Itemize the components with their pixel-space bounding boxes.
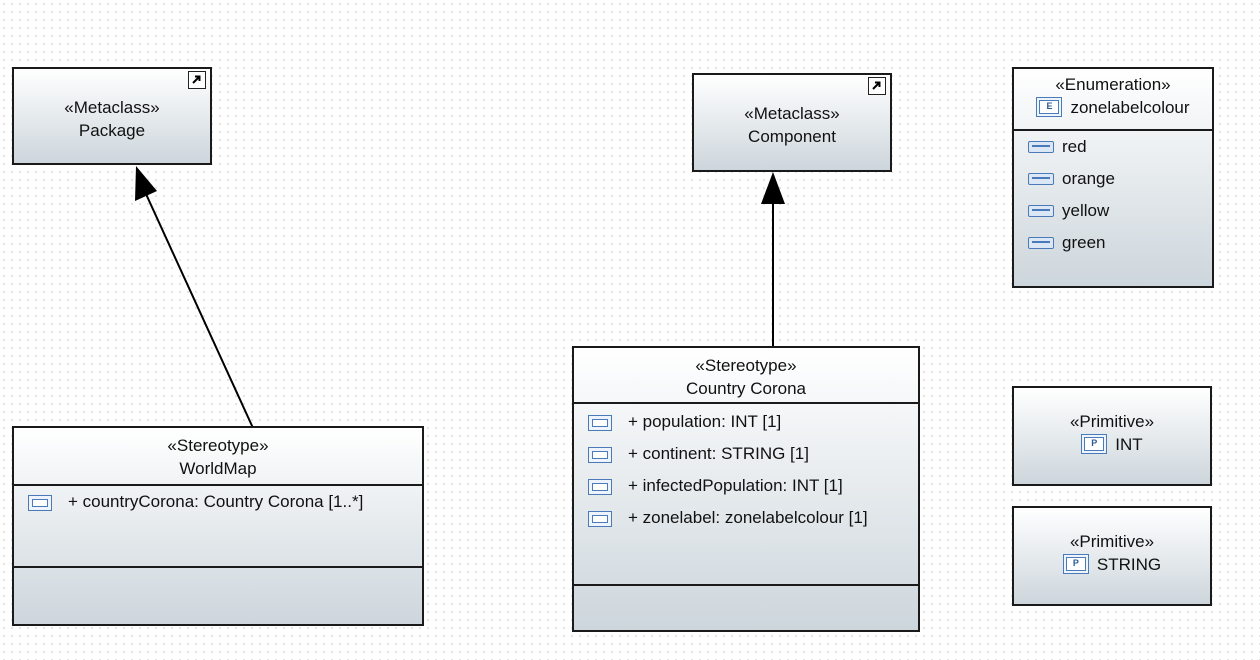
primitive-name: INT <box>1115 435 1143 454</box>
literals-compartment: red orange yellow green <box>1014 129 1212 286</box>
enum-literal[interactable]: yellow <box>1014 199 1212 223</box>
stereotype-worldmap-box[interactable]: «Stereotype» WorldMap + countryCorona: C… <box>12 426 424 626</box>
attribute-row[interactable]: + infectedPopulation: INT [1] <box>574 474 918 498</box>
stereotype-label: «Enumeration» <box>1055 75 1171 94</box>
property-icon <box>588 511 612 527</box>
primitive-icon <box>1081 433 1108 454</box>
class-name: Country Corona <box>685 379 806 398</box>
attribute-row[interactable]: + population: INT [1] <box>574 410 918 434</box>
property-icon <box>28 495 52 511</box>
stereotype-label: «Stereotype» <box>167 436 269 455</box>
primitive-string-box[interactable]: «Primitive» STRING <box>1012 506 1212 606</box>
operations-compartment <box>14 566 422 624</box>
class-name: Package <box>78 121 146 140</box>
shortcut-arrow-icon <box>188 71 206 89</box>
enum-literal[interactable]: orange <box>1014 167 1212 191</box>
primitive-icon <box>1062 553 1089 574</box>
attribute-row[interactable]: + countryCorona: Country Corona [1..*] <box>14 490 422 514</box>
attribute-row[interactable]: + continent: STRING [1] <box>574 442 918 466</box>
metaclass-package-box[interactable]: «Metaclass» Package <box>12 67 212 165</box>
stereotype-country-corona-box[interactable]: «Stereotype» Country Corona + population… <box>572 346 920 632</box>
class-name: WorldMap <box>179 459 257 478</box>
stereotype-label: «Primitive» <box>1069 412 1155 431</box>
attribute-label: + infectedPopulation: INT [1] <box>628 476 843 495</box>
extension-countrycorona-to-component[interactable] <box>761 172 785 348</box>
attribute-label: + countryCorona: Country Corona [1..*] <box>68 492 364 511</box>
enum-literal-icon <box>1028 205 1054 217</box>
property-icon <box>588 415 612 431</box>
enumeration-icon <box>1036 96 1063 117</box>
extension-arrowhead <box>135 166 157 201</box>
enum-literal[interactable]: red <box>1014 135 1212 159</box>
stereotype-label: «Stereotype» <box>695 356 797 375</box>
extension-worldmap-to-package[interactable] <box>135 166 254 429</box>
enum-literal-icon <box>1028 237 1054 249</box>
attributes-compartment: + population: INT [1] + continent: STRIN… <box>574 402 918 584</box>
enum-literal-icon <box>1028 141 1054 153</box>
stereotype-label: «Primitive» <box>1069 532 1155 551</box>
attribute-label: + population: INT [1] <box>628 412 782 431</box>
enum-literal-label: yellow <box>1062 201 1110 220</box>
shortcut-arrow-icon <box>868 77 886 95</box>
primitive-int-box[interactable]: «Primitive» INT <box>1012 386 1212 486</box>
enumeration-zonelabelcolour-box[interactable]: «Enumeration» zonelabelcolour red orange… <box>1012 67 1214 288</box>
class-name: Component <box>748 127 836 146</box>
metaclass-component-box[interactable]: «Metaclass» Component <box>692 73 892 172</box>
operations-compartment <box>574 584 918 630</box>
enum-literal[interactable]: green <box>1014 231 1212 255</box>
property-icon <box>588 447 612 463</box>
attribute-label: + zonelabel: zonelabelcolour [1] <box>628 508 868 527</box>
enum-literal-label: orange <box>1062 169 1115 188</box>
enum-literal-label: green <box>1062 233 1106 252</box>
stereotype-label: «Metaclass» <box>744 104 840 123</box>
extension-arrowhead <box>761 172 785 204</box>
stereotype-label: «Metaclass» <box>64 98 160 117</box>
property-icon <box>588 479 612 495</box>
enumeration-name: zonelabelcolour <box>1070 98 1190 117</box>
enum-literal-icon <box>1028 173 1054 185</box>
enum-literal-label: red <box>1062 137 1087 156</box>
attribute-row[interactable]: + zonelabel: zonelabelcolour [1] <box>574 506 918 530</box>
primitive-name: STRING <box>1096 555 1162 574</box>
attribute-label: + continent: STRING [1] <box>628 444 809 463</box>
attributes-compartment: + countryCorona: Country Corona [1..*] <box>14 484 422 566</box>
